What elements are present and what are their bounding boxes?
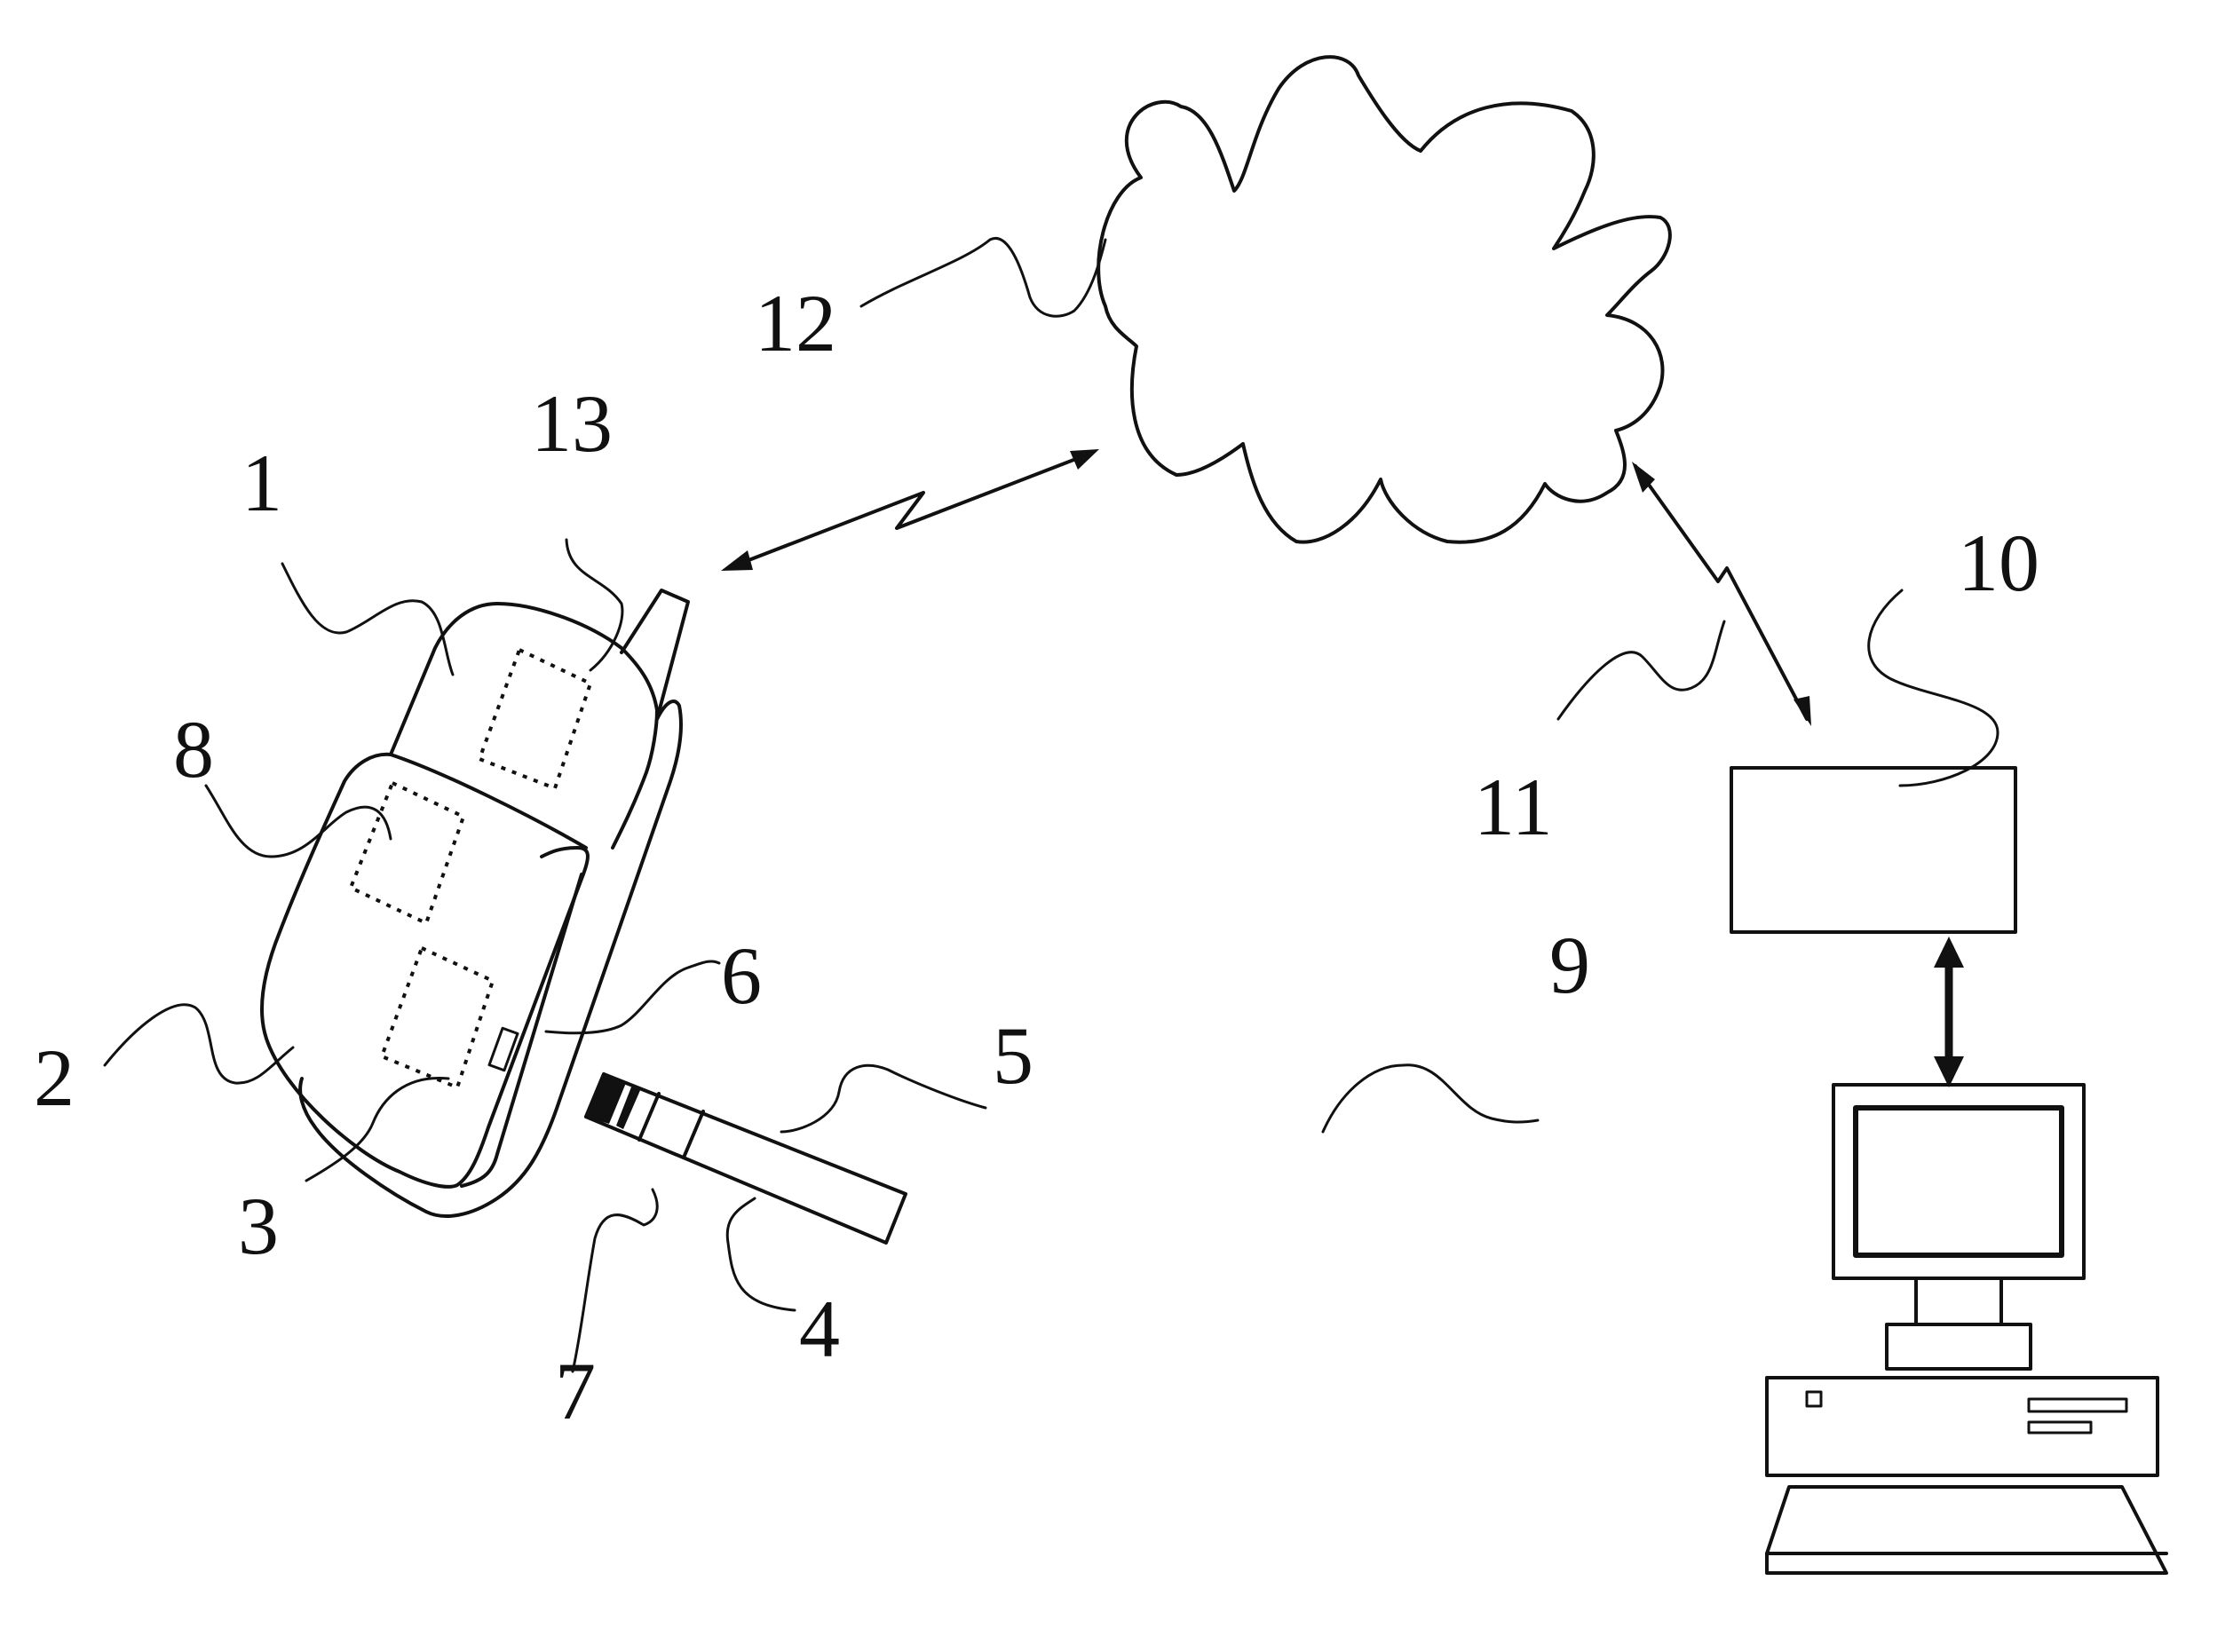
reference-numerals: 1 13 8 2 3 6 5 4 7 9 10 11 12 (34, 278, 2039, 1436)
wireless-link-server (1632, 462, 1811, 726)
label-2: 2 (34, 1032, 75, 1123)
label-7: 7 (555, 1346, 596, 1436)
label-11: 11 (1474, 762, 1553, 852)
label-12: 12 (755, 278, 836, 368)
monitor-stand (1887, 1324, 2031, 1369)
label-1: 1 (242, 438, 282, 528)
computer (1767, 1085, 2166, 1573)
monitor-neck (1916, 1278, 2001, 1324)
wireless-link-phone (721, 449, 1099, 571)
label-5: 5 (993, 1010, 1033, 1101)
internal-components (351, 650, 590, 1087)
label-3: 3 (238, 1181, 279, 1271)
label-13: 13 (531, 378, 613, 469)
monitor-screen (1856, 1108, 2062, 1255)
label-9: 9 (1549, 920, 1590, 1010)
component-3 (382, 948, 493, 1087)
label-4: 4 (799, 1284, 840, 1374)
component-13 (479, 650, 590, 788)
memory-card (586, 1074, 906, 1243)
monitor (1833, 1085, 2084, 1278)
label-8: 8 (173, 704, 214, 794)
component-8 (351, 783, 463, 923)
keyboard (1767, 1487, 2166, 1573)
network-cloud (1098, 57, 1670, 542)
server-box (1731, 768, 2015, 932)
label-10: 10 (1958, 518, 2039, 608)
link-server-computer (1934, 937, 1964, 1087)
leader-lines (105, 238, 1998, 1371)
label-6: 6 (721, 930, 762, 1021)
system-unit (1767, 1378, 2158, 1475)
